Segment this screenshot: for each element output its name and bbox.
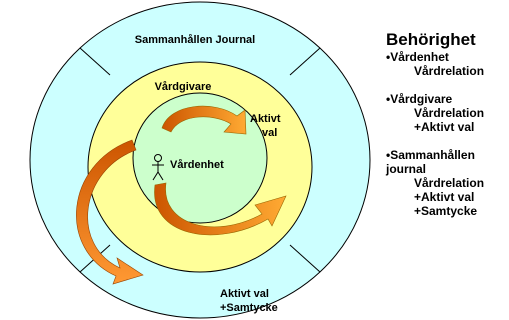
label-vardgivare: Vårdgivare <box>155 81 212 93</box>
legend-item: Vårdrelation <box>414 64 485 78</box>
legend-head: •Vårdenhet <box>386 50 449 64</box>
label-sammanhallen-journal: Sammanhållen Journal <box>135 34 255 46</box>
behorighet-legend: Behörighet •Vårdenhet Vårdrelation •Vård… <box>386 30 508 218</box>
label-samtycke-bottom: +Samtycke <box>220 302 278 314</box>
legend-group-vardgivare: •Vårdgivare Vårdrelation +Aktivt val <box>386 92 508 134</box>
outer-divider-top-left <box>79 47 111 76</box>
legend-item: +Aktivt val <box>414 190 475 204</box>
legend-item: Vårdrelation <box>414 106 485 120</box>
person-icon <box>152 154 164 181</box>
legend-item: +Aktivt val <box>414 120 475 134</box>
legend-head: •Sammanhållen <box>386 148 475 162</box>
legend-group-sammanhallen: •Sammanhållen journal Vårdrelation +Akti… <box>386 148 508 218</box>
outer-divider-bottom-right <box>289 244 321 273</box>
legend-group-vardenhet: •Vårdenhet Vårdrelation <box>386 50 508 78</box>
curved-arrow-middle <box>154 182 287 236</box>
label-aktivt-val-bottom: Aktivt val <box>220 288 269 300</box>
outer-divider-top-right <box>289 47 321 76</box>
legend-head: •Vårdgivare <box>386 92 453 106</box>
legend-item: Vårdrelation <box>414 176 485 190</box>
legend-head: journal <box>386 162 427 176</box>
legend-title: Behörighet <box>386 30 476 49</box>
label-vardenhet: Vårdenhet <box>170 159 224 171</box>
legend-item: +Samtycke <box>414 204 478 218</box>
curved-arrow-outer <box>76 139 144 285</box>
